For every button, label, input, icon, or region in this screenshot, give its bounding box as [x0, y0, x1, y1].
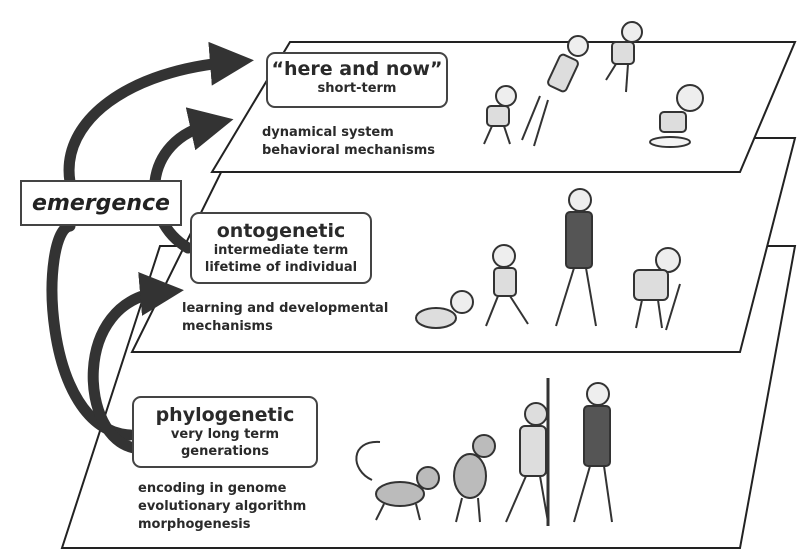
ontogenetic-title: ontogenetic — [216, 220, 346, 242]
ontogenetic-note-1: learning and developmental — [182, 301, 389, 316]
walking-child-icon — [485, 244, 529, 327]
monkey-icon — [355, 440, 440, 521]
arrow-phylo-to-here — [63, 41, 254, 188]
ontogenetic-note-2: mechanisms — [182, 319, 273, 334]
emergence-arrows — [46, 41, 254, 454]
adult-man-icon — [555, 188, 597, 327]
phylogenetic-subtitle-2: generations — [181, 444, 269, 459]
runner-boy-icon — [483, 85, 517, 145]
here-and-now-title: “here and now” — [271, 58, 443, 80]
here-and-now-subtitle: short-term — [317, 81, 397, 96]
emergence-label: emergence — [32, 190, 170, 216]
landing-boy-icon — [649, 84, 704, 148]
phylogenetic-note-2: evolutionary algorithm — [138, 499, 307, 514]
crawling-baby-icon — [415, 290, 474, 329]
here-and-now-note-2: behavioral mechanisms — [262, 143, 436, 158]
ontogenetic-subtitle-1: intermediate term — [213, 243, 349, 258]
caveman-with-spear-icon — [505, 378, 550, 526]
leaping-boy-icon — [605, 21, 643, 93]
ontogenetic-subtitle-2: lifetime of individual — [204, 260, 358, 275]
phylogenetic-note-1: encoding in genome — [138, 481, 287, 496]
phylogenetic-box: phylogenetic very long term generations — [132, 396, 318, 468]
phylogenetic-subtitle-1: very long term — [170, 427, 280, 442]
ape-icon — [453, 434, 496, 523]
here-and-now-box: “here and now” short-term — [266, 52, 448, 108]
modern-man-icon — [573, 382, 613, 523]
phylogenetic-title: phylogenetic — [155, 404, 295, 426]
jumping-boy-icon — [521, 35, 589, 147]
here-and-now-note-1: dynamical system — [262, 125, 394, 140]
arrow-phylo-to-onto — [87, 272, 184, 454]
phylogenetic-note-3: morphogenesis — [138, 517, 251, 532]
ontogenetic-box: ontogenetic intermediate term lifetime o… — [190, 212, 372, 284]
phylogenetic-notes: encoding in genome evolutionary algorith… — [138, 480, 306, 534]
figures-ontogenetic — [415, 188, 681, 331]
emergence-label-box: emergence — [20, 180, 182, 226]
here-and-now-notes: dynamical system behavioral mechanisms — [262, 124, 435, 160]
elderly-man-with-cane-icon — [633, 247, 681, 331]
figures-here-and-now — [483, 21, 704, 148]
ontogenetic-notes: learning and developmental mechanisms — [182, 300, 388, 336]
figures-phylogenetic — [355, 378, 613, 526]
